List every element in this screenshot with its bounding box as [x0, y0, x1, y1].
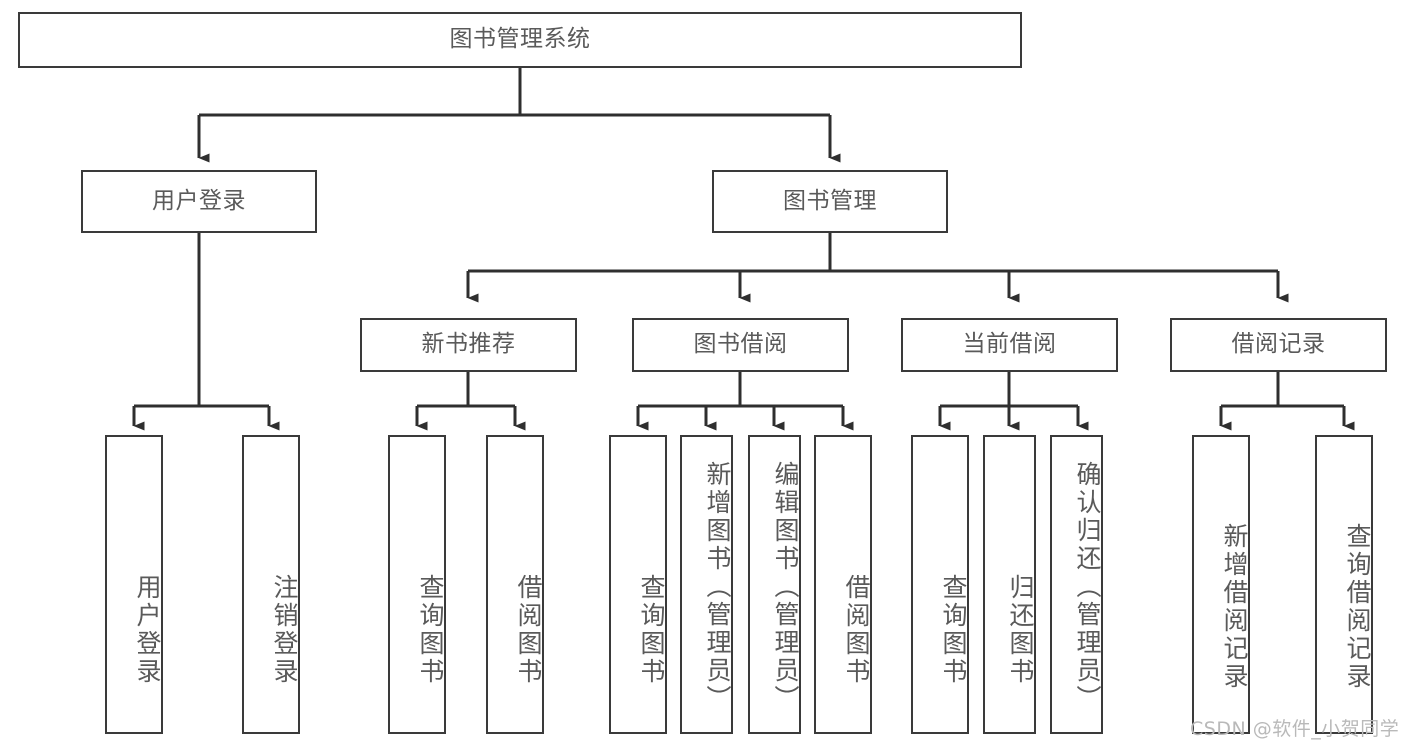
node-book-borrow[interactable]: 图书借阅	[632, 318, 849, 372]
node-borrow-records[interactable]: 借阅记录	[1170, 318, 1387, 372]
leaf-add-book-admin[interactable]: 新增图书（管理员）	[680, 435, 733, 734]
leaf-logout[interactable]: 注销登录	[242, 435, 300, 734]
node-label: 注销登录	[270, 573, 299, 686]
node-label: 图书管理系统	[449, 26, 591, 53]
leaf-query-book-recommend[interactable]: 查询图书	[388, 435, 446, 734]
node-label: 新增借阅记录	[1220, 523, 1249, 691]
leaf-user-login[interactable]: 用户登录	[105, 435, 163, 734]
leaf-return-book[interactable]: 归还图书	[983, 435, 1036, 734]
node-label: 查询图书	[939, 573, 968, 686]
node-label: 图书借阅	[693, 331, 788, 358]
leaf-edit-book-admin[interactable]: 编辑图书（管理员）	[748, 435, 801, 734]
leaf-query-book-current[interactable]: 查询图书	[911, 435, 969, 734]
node-label: 借阅记录	[1231, 331, 1326, 358]
watermark: CSDN @软件_小贺同学	[1190, 718, 1400, 740]
node-book-management[interactable]: 图书管理	[712, 170, 948, 233]
node-label: 查询图书	[416, 573, 445, 686]
node-label: 图书管理	[783, 187, 877, 214]
node-label: 用户登录	[133, 573, 162, 686]
node-label: 查询图书	[637, 573, 666, 686]
leaf-borrow-book[interactable]: 借阅图书	[814, 435, 872, 734]
leaf-query-borrow-record[interactable]: 查询借阅记录	[1315, 435, 1373, 734]
node-label: 当前借阅	[962, 331, 1057, 358]
leaf-borrow-book-recommend[interactable]: 借阅图书	[486, 435, 544, 734]
node-label: 借阅图书	[514, 573, 543, 686]
node-current-borrow[interactable]: 当前借阅	[901, 318, 1118, 372]
leaf-query-book-borrow[interactable]: 查询图书	[609, 435, 667, 734]
node-user-login[interactable]: 用户登录	[81, 170, 317, 233]
node-label: 编辑图书（管理员）	[771, 460, 800, 713]
node-root-book-management-system[interactable]: 图书管理系统	[18, 12, 1022, 68]
node-label: 新书推荐	[421, 331, 516, 358]
leaf-add-borrow-record[interactable]: 新增借阅记录	[1192, 435, 1250, 734]
node-label: 新增图书（管理员）	[703, 460, 732, 713]
leaf-confirm-return-admin[interactable]: 确认归还（管理员）	[1050, 435, 1103, 734]
node-label: 借阅图书	[842, 573, 871, 686]
node-label: 查询借阅记录	[1343, 523, 1372, 691]
node-new-book-recommend[interactable]: 新书推荐	[360, 318, 577, 372]
node-label: 确认归还（管理员）	[1073, 460, 1102, 713]
node-label: 归还图书	[1006, 573, 1035, 686]
node-label: 用户登录	[152, 187, 246, 214]
